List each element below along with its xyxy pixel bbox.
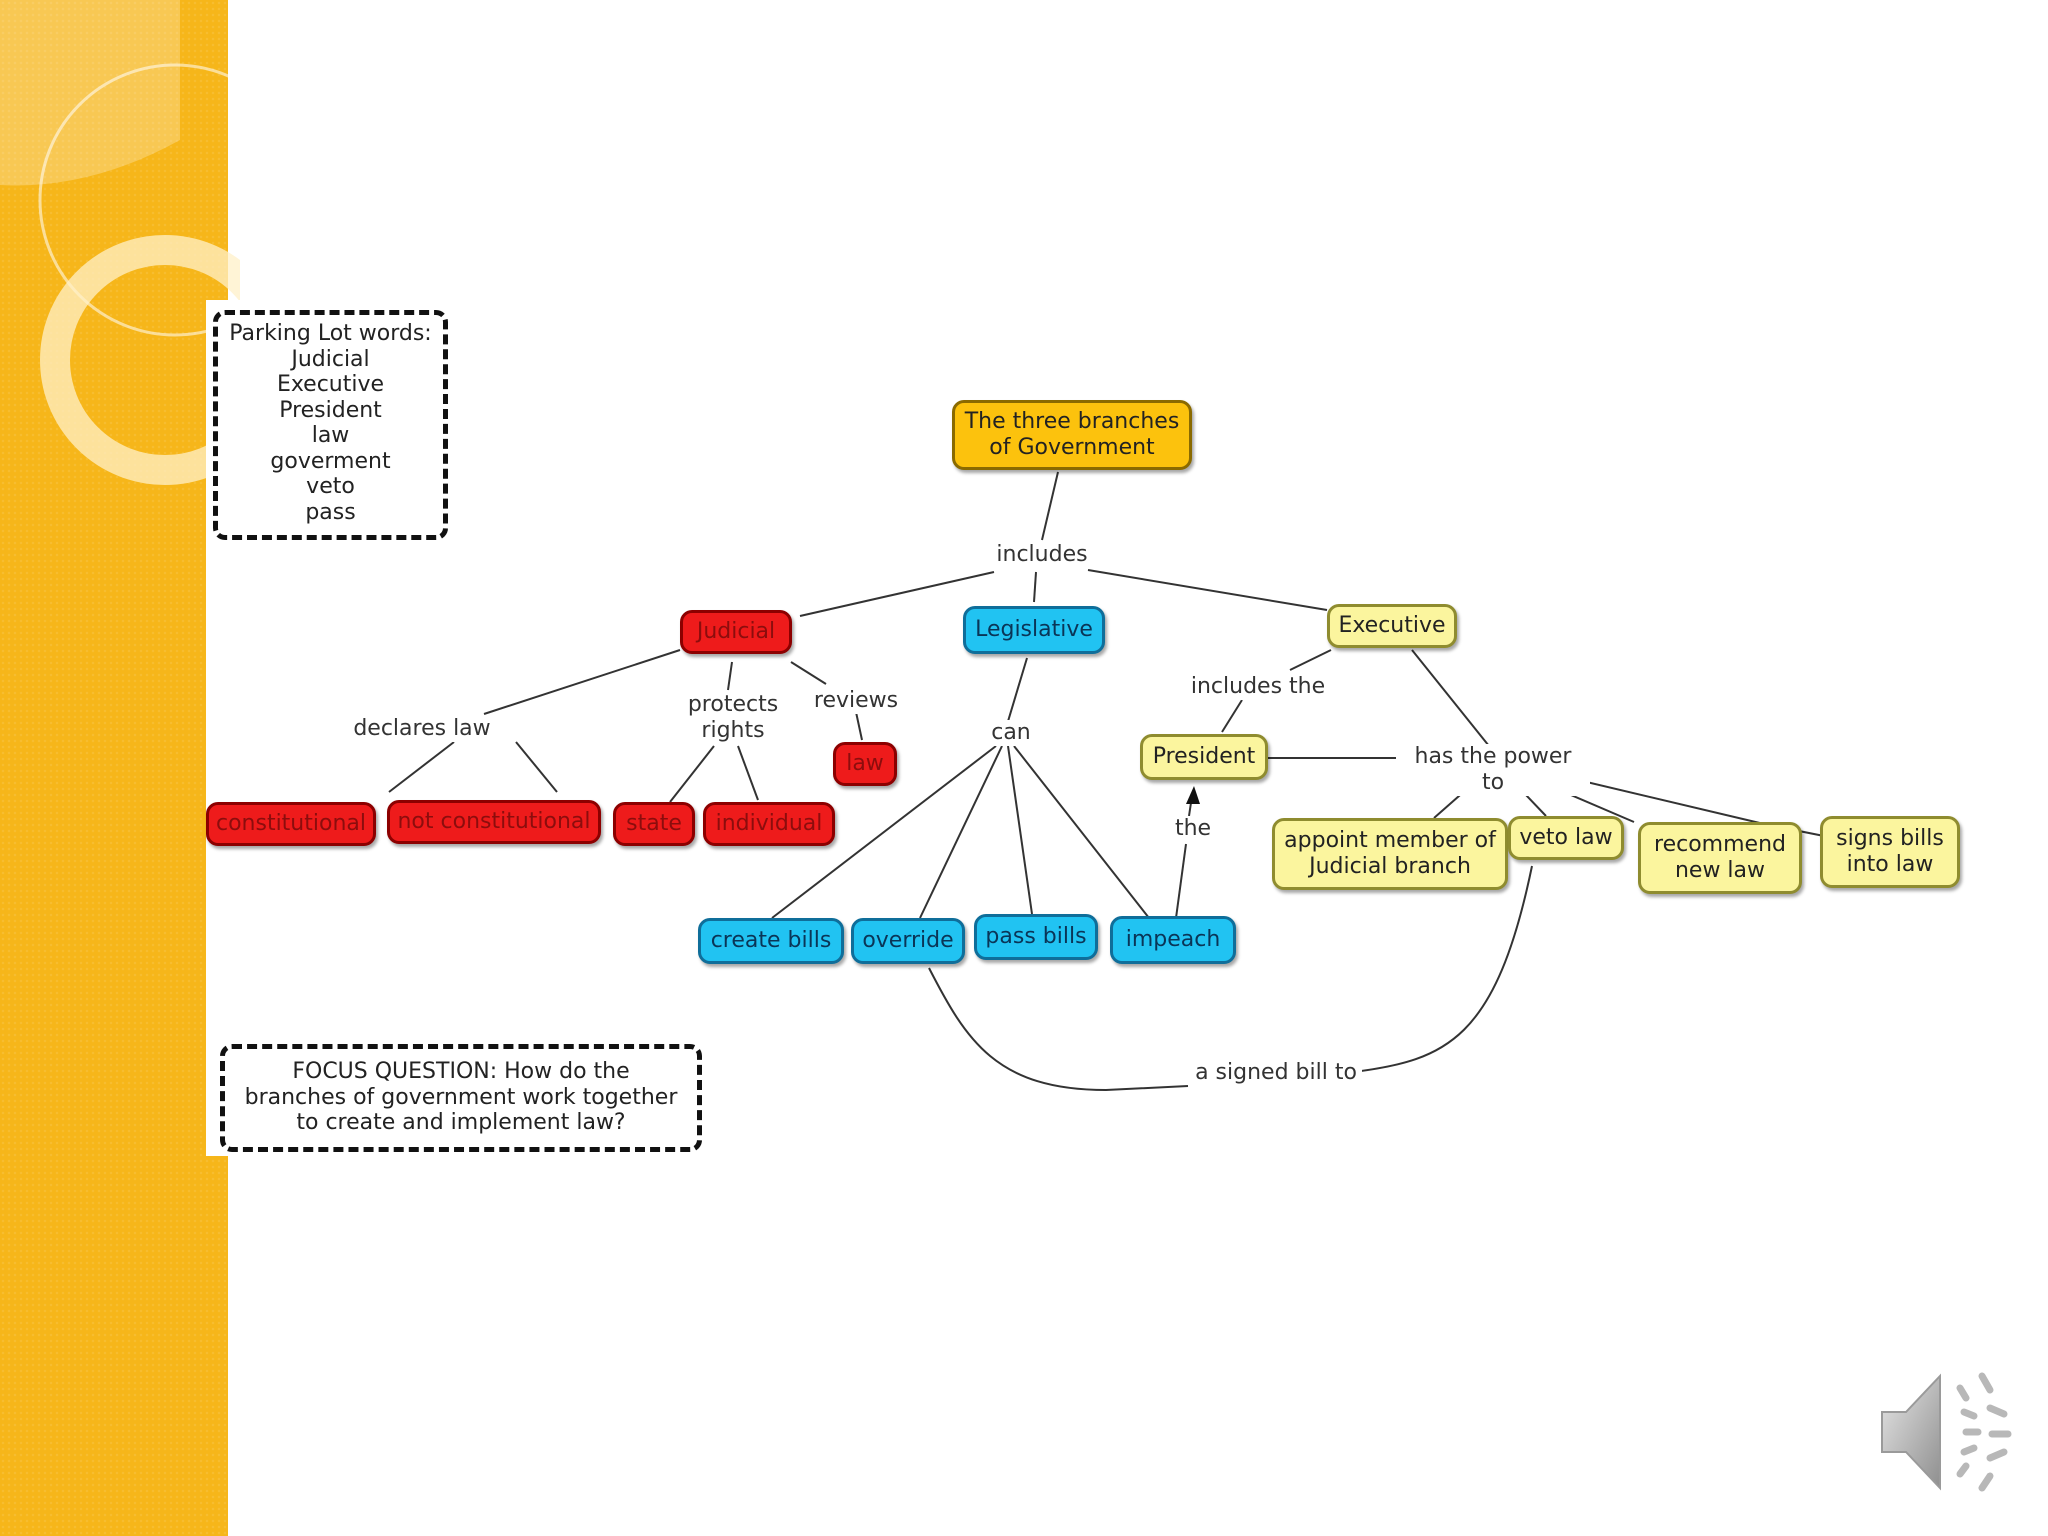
parking-lot-word: Judicial — [291, 346, 370, 372]
focus-question-box: FOCUS QUESTION: How do the branches of g… — [220, 1044, 702, 1152]
node-veto-law: veto law — [1508, 816, 1624, 860]
node-override: override — [851, 918, 965, 964]
link-the: the — [1164, 816, 1222, 842]
node-executive: Executive — [1327, 604, 1457, 648]
node-impeach: impeach — [1110, 916, 1236, 964]
node-not-constitutional: not constitutional — [387, 800, 601, 844]
link-includes-the: includes the — [1184, 674, 1332, 700]
connector-lines — [388, 471, 1825, 1092]
node-judicial: Judicial — [680, 610, 792, 654]
parking-lot-word: law — [311, 423, 350, 448]
node-president: President — [1140, 734, 1268, 780]
node-appoint-member: appoint member of Judicial branch — [1272, 818, 1508, 890]
node-create-bills: create bills — [698, 918, 844, 964]
parking-lot-box: Parking Lot words: Judicial Executive Pr… — [213, 310, 448, 540]
link-declares-law: declares law — [349, 716, 495, 742]
link-has-the-power-to: has the power to — [1396, 744, 1590, 796]
node-legislative: Legislative — [963, 606, 1105, 654]
parking-lot-word: pass — [305, 499, 356, 525]
node-state: state — [613, 802, 695, 846]
concept-map: includes declares law protects rights re… — [206, 300, 2006, 1156]
link-can: can — [981, 720, 1041, 746]
node-individual: individual — [703, 802, 835, 846]
node-constitutional: constitutional — [206, 802, 376, 846]
link-includes: includes — [989, 542, 1095, 568]
link-signed-bill: a signed bill to — [1190, 1060, 1362, 1086]
parking-lot-word: veto — [306, 474, 355, 499]
node-signs-bills: signs bills into law — [1820, 816, 1960, 888]
node-pass-bills: pass bills — [974, 914, 1098, 960]
node-law: law — [833, 742, 897, 786]
link-protects-rights: protects rights — [677, 692, 789, 744]
parking-lot-title: Parking Lot words: — [229, 321, 432, 346]
node-three-branches: The three branches of Government — [952, 400, 1192, 470]
parking-lot-word: President — [279, 397, 382, 423]
parking-lot-word: goverment — [270, 448, 391, 474]
node-recommend-new-law: recommend new law — [1638, 822, 1802, 894]
decorative-rings — [0, 0, 240, 485]
parking-lot-word: Executive — [276, 372, 385, 397]
link-reviews: reviews — [806, 688, 906, 714]
speaker-icon[interactable] — [1880, 1368, 2020, 1498]
